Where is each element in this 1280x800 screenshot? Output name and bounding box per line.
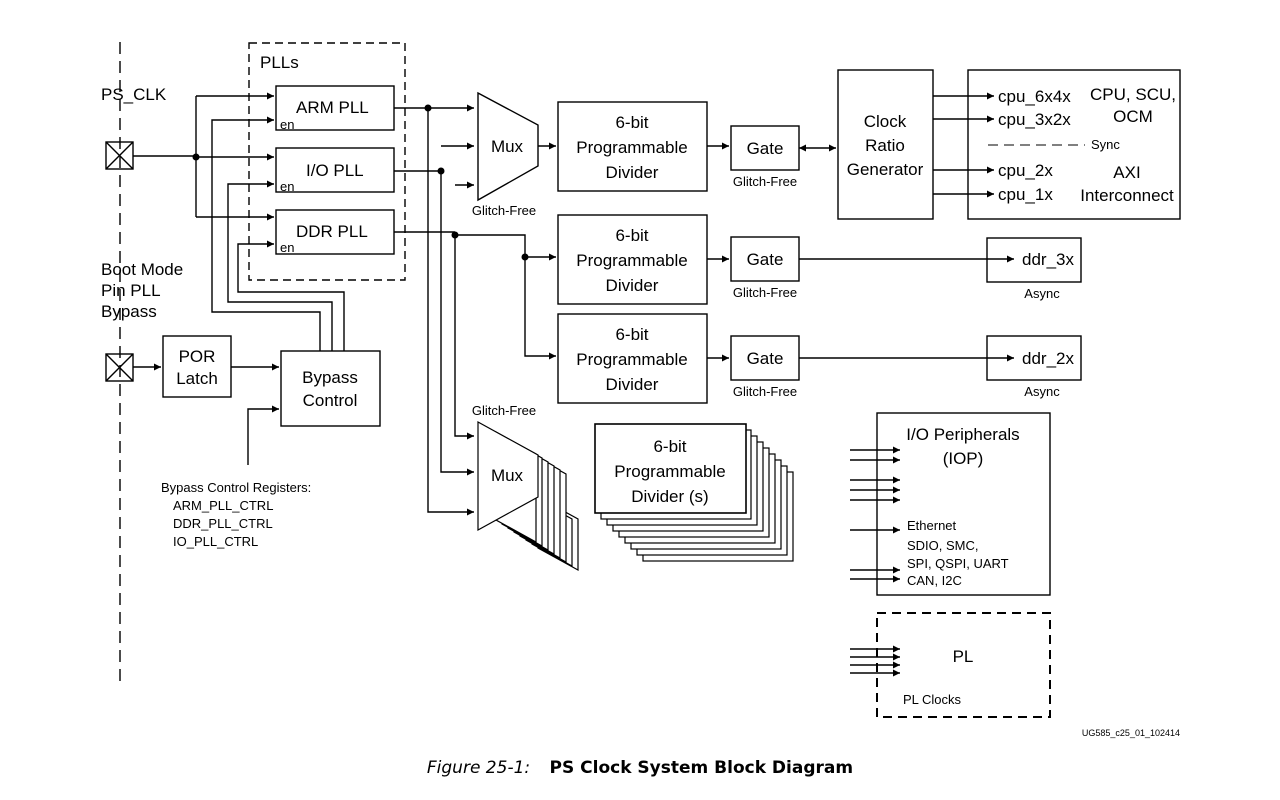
- mux-top-glitch-free: Glitch-Free: [472, 203, 536, 218]
- mux-top-label: Mux: [491, 137, 524, 156]
- bypass-register-io: IO_PLL_CTRL: [173, 534, 258, 549]
- clock-ratio-line-2: Ratio: [865, 136, 905, 155]
- figure-number: Figure 25-1:: [426, 758, 531, 778]
- divider-multi-box: [594, 423, 747, 514]
- bypass-register-arm: ARM_PLL_CTRL: [173, 498, 273, 513]
- iop-item-sdio-smc: SDIO, SMC,: [907, 538, 979, 553]
- gate-3-label: Gate: [747, 349, 784, 368]
- pl-title: PL: [953, 647, 974, 666]
- divider-2-line-2: Programmable: [576, 251, 688, 270]
- ddr-2x-box: [986, 335, 1082, 381]
- iop-title-line-1: I/O Peripherals: [906, 425, 1019, 444]
- divider-2-line-3: Divider: [606, 276, 659, 295]
- gate-1-label: Gate: [747, 139, 784, 158]
- boot-mode-label-3: Bypass: [101, 302, 157, 321]
- cpu-target-line-2: OCM: [1113, 107, 1153, 126]
- divider-1-line-1: 6-bit: [615, 113, 648, 132]
- axi-target-line-2: Interconnect: [1080, 186, 1174, 205]
- divider-multi-line-1: 6-bit: [653, 437, 686, 456]
- gate-2-label: Gate: [747, 250, 784, 269]
- cpu-target-line-1: CPU, SCU,: [1090, 85, 1176, 104]
- cpu-clock-1x: cpu_1x: [998, 185, 1053, 204]
- iop-box: [876, 412, 1051, 596]
- mux-bottom: [477, 420, 539, 532]
- ddr-pll-label: DDR PLL: [296, 222, 368, 241]
- mux-bottom-label: Mux: [491, 466, 524, 485]
- bypass-control-line-1: Bypass: [302, 368, 358, 387]
- figure-title: PS Clock System Block Diagram: [549, 758, 854, 778]
- boot-mode-label-1: Boot Mode: [101, 260, 183, 279]
- plls-group-label: PLLs: [260, 53, 299, 72]
- iop-item-ethernet: Ethernet: [907, 518, 957, 533]
- arm-pll-en: en: [280, 117, 294, 132]
- clock-ratio-line-3: Generator: [847, 160, 924, 179]
- ddr-2x-label: ddr_2x: [1022, 349, 1074, 368]
- clock-ratio-generator-box: [837, 69, 934, 220]
- sync-label: Sync: [1091, 137, 1120, 152]
- junction-dots: [192, 104, 529, 261]
- divider-3-line-1: 6-bit: [615, 325, 648, 344]
- divider-1-line-3: Divider: [606, 163, 659, 182]
- divider-multi-line-3: Divider (s): [631, 487, 708, 506]
- por-latch-line-2: Latch: [176, 369, 218, 388]
- bypass-control-line-2: Control: [303, 391, 358, 410]
- ddr-pll-en: en: [280, 240, 294, 255]
- ddr-3x-box: [986, 237, 1082, 283]
- axi-target-line-1: AXI: [1113, 163, 1140, 182]
- cpu-targets-box: [967, 69, 1181, 220]
- divider-3-line-3: Divider: [606, 375, 659, 394]
- cpu-clock-6x4x: cpu_6x4x: [998, 87, 1071, 106]
- divider-2-line-1: 6-bit: [615, 226, 648, 245]
- io-pll-en: en: [280, 179, 294, 194]
- gate-2-glitch-free: Glitch-Free: [733, 285, 797, 300]
- mux-top: [477, 91, 539, 202]
- arm-pll-label: ARM PLL: [296, 98, 369, 117]
- iop-item-can-i2c: CAN, I2C: [907, 573, 962, 588]
- gate-1-glitch-free: Glitch-Free: [733, 174, 797, 189]
- pl-clocks-label: PL Clocks: [903, 692, 962, 707]
- clock-ratio-line-1: Clock: [864, 112, 907, 131]
- cpu-clock-3x2x: cpu_3x2x: [998, 110, 1071, 129]
- ddr-3x-label: ddr_3x: [1022, 250, 1074, 269]
- iop-title-line-2: (IOP): [943, 449, 984, 468]
- cpu-clock-2x: cpu_2x: [998, 161, 1053, 180]
- bypass-control-box: [280, 350, 381, 427]
- figure-caption: Figure 25-1: PS Clock System Block Diagr…: [0, 758, 1280, 778]
- ddr-2x-async: Async: [1024, 384, 1060, 399]
- figure-id: UG585_c25_01_102414: [1082, 728, 1180, 738]
- mux-stack: [477, 420, 579, 572]
- io-pll-label: I/O PLL: [306, 161, 364, 180]
- boot-mode-label-2: Pin PLL: [101, 281, 161, 300]
- iop-item-spi-qspi-uart: SPI, QSPI, UART: [907, 556, 1009, 571]
- divider-1-line-2: Programmable: [576, 138, 688, 157]
- divider-stack: [594, 423, 794, 562]
- divider-3-line-2: Programmable: [576, 350, 688, 369]
- bypass-register-ddr: DDR_PLL_CTRL: [173, 516, 273, 531]
- bypass-registers-heading: Bypass Control Registers:: [161, 480, 311, 495]
- plls-group-box: [248, 42, 406, 281]
- gate-3-glitch-free: Glitch-Free: [733, 384, 797, 399]
- io-pll-box: [275, 147, 395, 193]
- ddr-3x-async: Async: [1024, 286, 1060, 301]
- por-latch-line-1: POR: [179, 347, 216, 366]
- ps-clk-label: PS_CLK: [101, 85, 167, 104]
- mux-bottom-glitch-free: Glitch-Free: [472, 403, 536, 418]
- divider-multi-line-2: Programmable: [614, 462, 726, 481]
